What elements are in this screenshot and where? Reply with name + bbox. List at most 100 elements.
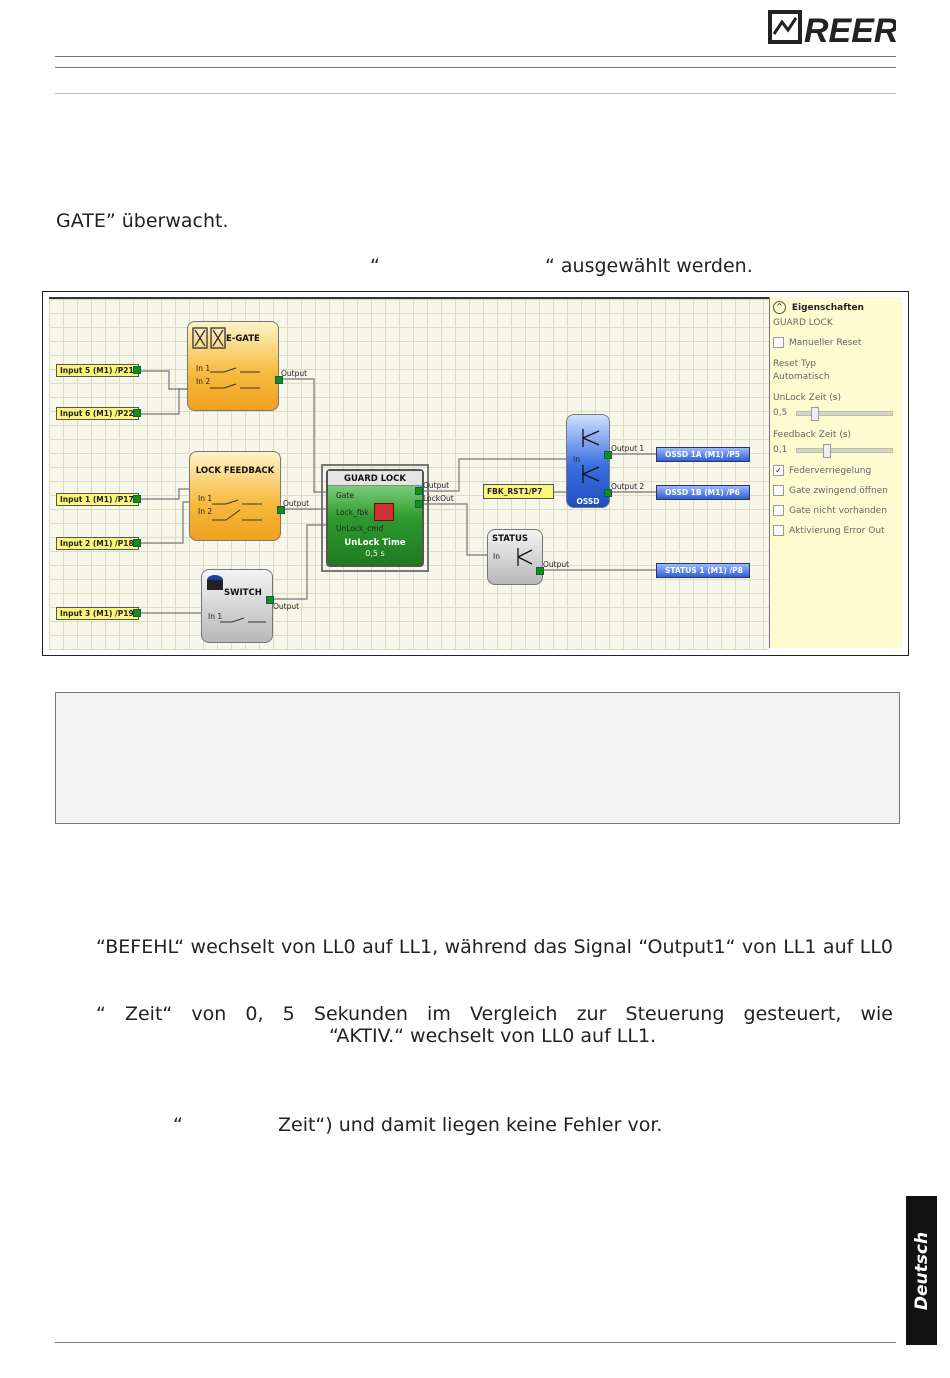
manual-reset-label: Manueller Reset (789, 338, 862, 348)
status-in-label: In (493, 552, 500, 561)
pin (133, 609, 141, 617)
error-out-label: Aktivierung Error Out (789, 526, 885, 536)
status-title: STATUS (492, 534, 529, 544)
pin (536, 567, 544, 575)
guard-lock-selection-frame (321, 464, 429, 572)
manual-reset-checkbox[interactable]: Manueller Reset (773, 337, 861, 348)
lock-feedback-block[interactable]: LOCK FEEDBACK In 1 In 2 (189, 451, 281, 541)
switch-output-label: Output (273, 602, 300, 611)
status-output-label: Output (543, 560, 570, 569)
output-status-1-p8[interactable]: STATUS 1 (M1) /P8 (656, 563, 750, 578)
switch-title: SWITCH (224, 588, 262, 598)
status-block[interactable]: STATUS In (487, 529, 543, 585)
switch-in1: In 1 (208, 612, 223, 621)
pin (604, 489, 612, 497)
e-gate-in2: In 2 (196, 377, 211, 386)
guard-lock-title: GUARD LOCK (344, 474, 406, 484)
gate-force-checkbox[interactable]: Gate zwingend öffnen (773, 485, 888, 496)
slider-thumb[interactable] (823, 444, 831, 458)
pin (133, 409, 141, 417)
error-out-checkbox[interactable]: Aktivierung Error Out (773, 525, 885, 536)
properties-panel: ^ Eigenschaften GUARD LOCK Manueller Res… (769, 297, 902, 648)
output-ossd-1a-p5[interactable]: OSSD 1A (M1) /P5 (656, 447, 750, 462)
guard-lock-gate-label: Gate (336, 491, 354, 500)
input-3-p19[interactable]: Input 3 (M1) /P19 (56, 607, 139, 620)
checkbox-icon (773, 525, 784, 536)
slider-thumb[interactable] (811, 407, 819, 421)
unlock-time-field-value[interactable]: 0,5 (773, 408, 788, 418)
switch-contacts-icon (210, 367, 260, 389)
guard-lock-lockout-label: LockOut (423, 494, 454, 503)
footer-rule (55, 1342, 896, 1343)
checkmark-icon: ✓ (773, 465, 784, 476)
unlock-time-slider[interactable] (796, 407, 893, 421)
header-rule-3 (55, 93, 896, 94)
diagram-canvas: Input 5 (M1) /P21 Input 6 (M1) /P22 Inpu… (49, 297, 769, 650)
gate-force-label: Gate zwingend öffnen (789, 486, 888, 496)
reer-logo: REER (768, 8, 899, 50)
ossd-block[interactable]: In OSSD (566, 414, 610, 508)
svg-text:REER: REER (804, 12, 896, 46)
e-gate-title: E-GATE (226, 334, 260, 344)
ossd-output2-label: Output 2 (611, 482, 645, 491)
pin (415, 500, 423, 508)
guard-lock-lockfbk-label: Lock_fbk (336, 508, 369, 517)
pin (415, 487, 423, 495)
spring-lock-checkbox[interactable]: ✓ Federverriegelung (773, 465, 871, 476)
reset-type-label: Reset Typ (773, 359, 817, 369)
input-2-p18[interactable]: Input 2 (M1) /P18 (56, 537, 139, 550)
checkbox-icon (773, 337, 784, 348)
feedback-time-field-label: Feedback Zeit (s) (773, 430, 852, 440)
feedback-time-slider[interactable] (796, 444, 893, 458)
lock-feedback-in2: In 2 (198, 507, 213, 516)
text-line-befehl: “BEFEHL“ wechselt von LL0 auf LL1, währe… (96, 936, 893, 958)
unlock-time-label: UnLock Time (344, 538, 406, 548)
reset-type-value[interactable]: Automatisch (773, 372, 830, 382)
text-line-zeit: “ Zeit“ von 0, 5 Sekunden im Vergleich z… (96, 1003, 893, 1025)
input-6-p22[interactable]: Input 6 (M1) /P22 (56, 407, 139, 420)
output-ossd-1b-p6[interactable]: OSSD 1B (M1) /P6 (656, 485, 750, 500)
transistor-icon (517, 548, 533, 566)
logic-diagram-screenshot: Input 5 (M1) /P21 Input 6 (M1) /P22 Inpu… (42, 291, 909, 656)
properties-type: GUARD LOCK (773, 318, 833, 328)
ossd-title: OSSD (576, 497, 600, 506)
gate-absent-label: Gate nicht vorhanden (789, 506, 887, 516)
text-line-gate: GATE” überwacht. (56, 210, 229, 232)
pin (133, 539, 141, 547)
e-gate-block[interactable]: E-GATE In 1 In 2 (187, 321, 279, 411)
e-gate-output-label: Output (281, 369, 308, 378)
pin (133, 366, 141, 374)
spring-lock-label: Federverriegelung (789, 466, 872, 476)
text-quote-open-2: “ (173, 1114, 183, 1136)
transistor-icon (582, 429, 600, 483)
input-5-p21[interactable]: Input 5 (M1) /P21 (56, 364, 139, 377)
switch-contacts-icon (212, 499, 262, 521)
ossd-output1-label: Output 1 (611, 444, 645, 453)
text-line-fehler: Zeit“) und damit liegen keine Fehler vor… (278, 1114, 663, 1136)
pin (275, 376, 283, 384)
checkbox-icon (773, 505, 784, 516)
guard-lock-block[interactable]: GUARD LOCK Gate Lock_fbk UnLock_cmd UnLo… (326, 469, 424, 567)
switch-block[interactable]: SWITCH In 1 (201, 569, 273, 643)
lock-feedback-in1: In 1 (198, 494, 213, 503)
fbk-rst1-p7[interactable]: FBK_RST1/P7 (483, 484, 554, 499)
header-rule-1 (55, 56, 896, 57)
properties-header[interactable]: ^ Eigenschaften (773, 301, 864, 314)
lock-icon (374, 503, 394, 521)
pin (277, 506, 285, 514)
pin (133, 495, 141, 503)
feedback-time-field-value[interactable]: 0,1 (773, 445, 788, 455)
unlock-time-value: 0,5 s (365, 549, 385, 558)
text-line-selected: “ ausgewählt werden. (545, 255, 753, 277)
lock-feedback-output-label: Output (283, 499, 310, 508)
input-1-p17[interactable]: Input 1 (M1) /P17 (56, 493, 139, 506)
guard-lock-output-label: Output (423, 481, 450, 490)
gate-absent-checkbox[interactable]: Gate nicht vorhanden (773, 505, 887, 516)
switch-contact-icon (220, 617, 266, 623)
lock-feedback-title: LOCK FEEDBACK (195, 466, 275, 476)
unlock-time-field-label: UnLock Zeit (s) (773, 393, 841, 403)
note-box (55, 692, 900, 824)
pin (604, 451, 612, 459)
collapse-icon[interactable]: ^ (773, 301, 786, 314)
gate-icon (191, 326, 227, 350)
